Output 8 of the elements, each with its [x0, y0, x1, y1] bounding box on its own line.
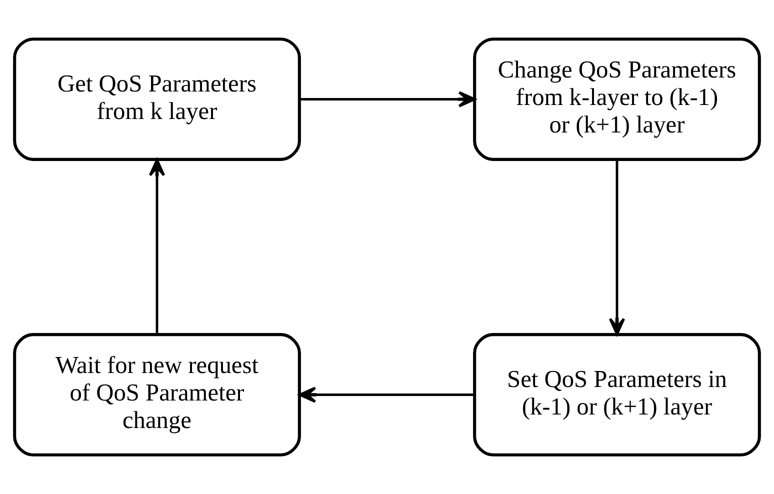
arrow	[148, 158, 166, 334]
node-box: Get QoS Parameters from k layer	[13, 38, 301, 161]
arrow	[298, 386, 475, 403]
arrow	[608, 160, 626, 336]
node-box: Change QoS Parameters from k-layer to (k-1) or (k+1) layer	[473, 38, 761, 161]
arrow	[300, 91, 476, 108]
node-box: Set QoS Parameters in (k-1) or (k+1) layer	[473, 333, 761, 456]
node-box: Wait for new request of QoS Parameter change	[13, 333, 301, 456]
